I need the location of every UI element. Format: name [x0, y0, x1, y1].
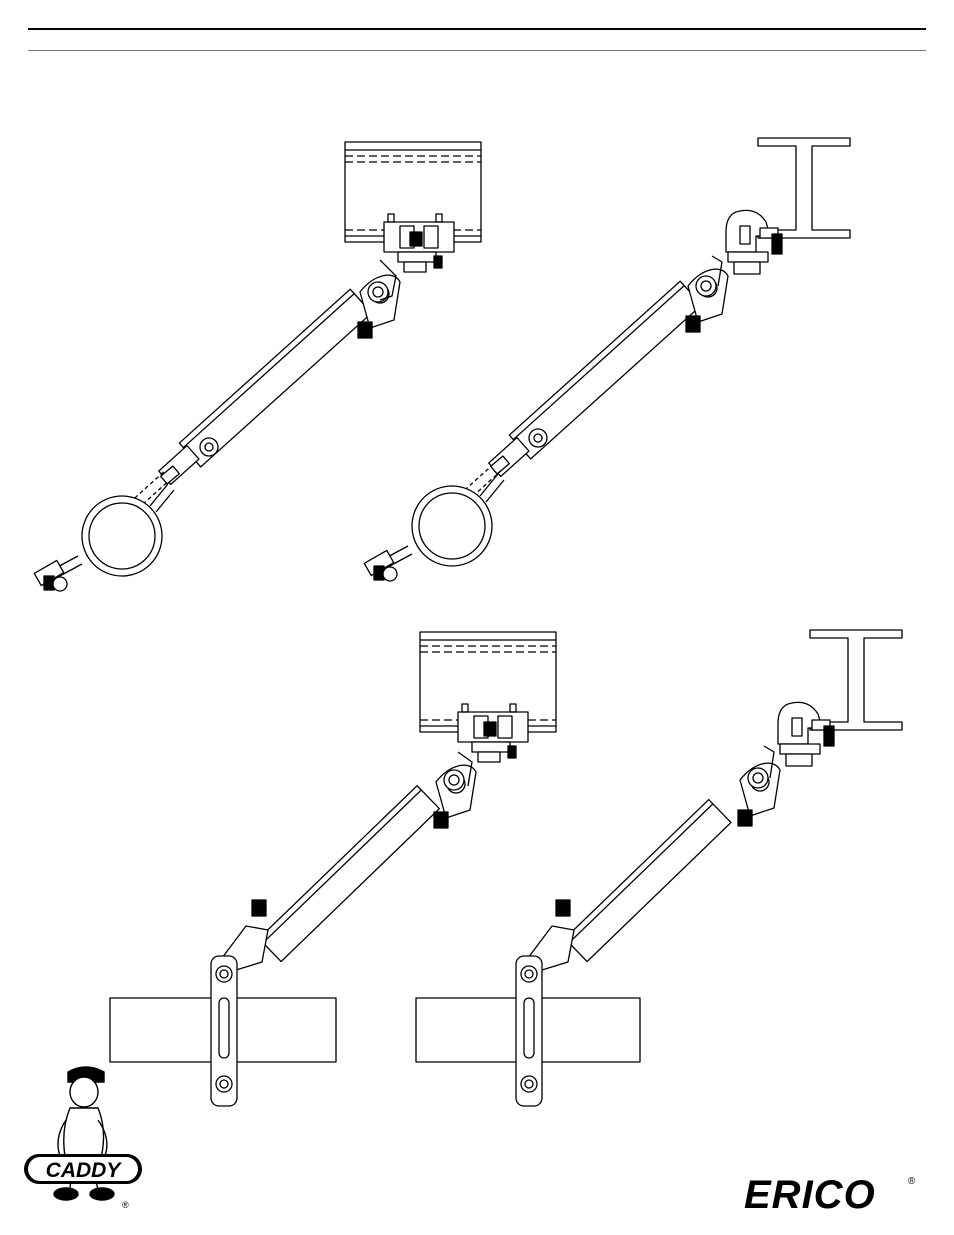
erico-logo-text: ERICO	[744, 1173, 876, 1215]
caddy-logo-text: CADDY	[46, 1159, 123, 1182]
erico-logo: ERICO ®	[740, 1170, 930, 1215]
caddy-logo: CADDY ®	[20, 1062, 150, 1212]
erico-registered-mark: ®	[908, 1176, 916, 1187]
caddy-registered-mark: ®	[122, 1200, 129, 1210]
